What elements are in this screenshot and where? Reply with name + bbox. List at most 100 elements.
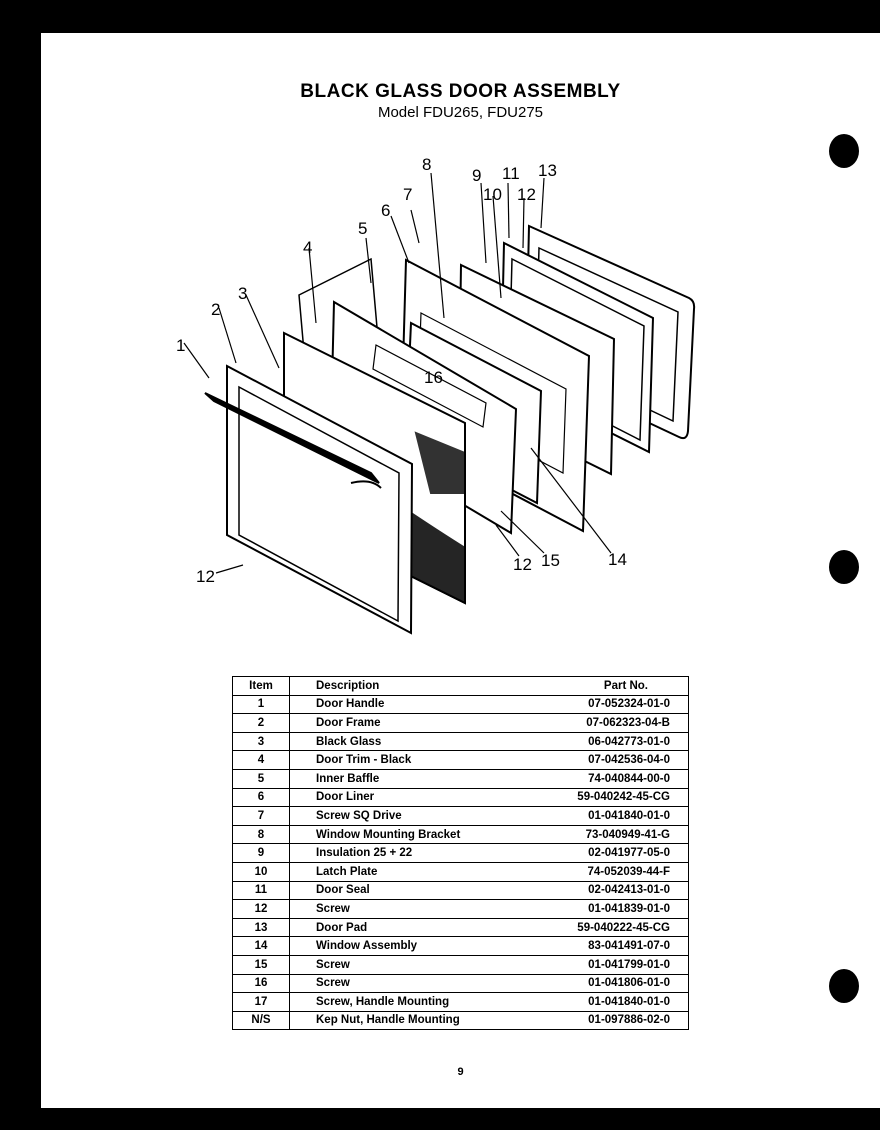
cell-item: 5 (232, 768, 290, 789)
cell-item: 1 (232, 694, 290, 715)
cell-part-no: 01-097886-02-0 (504, 1010, 689, 1031)
column-header-item: Item (232, 676, 290, 696)
table-header-row: Item Description Part No. (232, 676, 689, 696)
callout-16: 16 (424, 368, 443, 387)
cell-item: 16 (232, 973, 290, 994)
cell-description: Kep Nut, Handle Mounting (289, 1010, 504, 1031)
cell-part-no: 74-040844-00-0 (504, 768, 689, 789)
callout-13: 13 (538, 161, 557, 180)
cell-description: Screw (289, 973, 504, 994)
cell-part-no: 01-041840-01-0 (504, 806, 689, 826)
cell-item: 10 (232, 861, 290, 882)
cell-description: Window Mounting Bracket (289, 824, 504, 845)
callout-14: 14 (608, 550, 627, 569)
part-door-handle (204, 392, 380, 484)
cell-part-no: 06-042773-01-0 (504, 731, 689, 752)
cell-description: Door Trim - Black (289, 750, 504, 770)
cell-part-no: 59-040222-45-CG (504, 917, 689, 938)
column-header-description: Description (289, 676, 504, 696)
binder-hole-middle (829, 550, 859, 584)
cell-item: 11 (232, 880, 290, 901)
cell-part-no: 83-041491-07-0 (504, 936, 689, 956)
cell-part-no: 07-062323-04-B (504, 713, 689, 733)
callout-5: 5 (358, 219, 367, 238)
cell-part-no: 01-041806-01-0 (504, 973, 689, 994)
callout-12-left: 12 (196, 567, 215, 586)
page-title: BLACK GLASS DOOR ASSEMBLY (300, 81, 621, 102)
callout-6: 6 (381, 201, 390, 220)
callout-11: 11 (502, 164, 520, 183)
cell-description: Screw, Handle Mounting (289, 992, 504, 1012)
cell-description: Door Seal (289, 880, 504, 901)
cell-item: 2 (232, 713, 290, 733)
cell-description: Door Handle (289, 694, 504, 715)
callout-9: 9 (472, 166, 481, 185)
cell-item: 3 (232, 731, 290, 752)
callout-3: 3 (238, 284, 247, 303)
callout-1: 1 (176, 336, 185, 355)
binder-hole-top (829, 134, 859, 168)
cell-part-no: 74-052039-44-F (504, 861, 689, 882)
part-inner-panel (372, 344, 487, 428)
cell-description: Door Liner (289, 787, 504, 808)
cell-item: 13 (232, 917, 290, 938)
cell-part-no: 01-041840-01-0 (504, 992, 689, 1012)
callout-12-right: 12 (513, 555, 532, 574)
cell-part-no: 07-042536-04-0 (504, 750, 689, 770)
exploded-door-diagram: 1 2 3 4 5 6 7 8 9 10 11 12 13 16 12 15 1… (176, 155, 696, 635)
cell-item: 6 (232, 787, 290, 808)
cell-item: 8 (232, 824, 290, 845)
cell-part-no: 07-052324-01-0 (504, 694, 689, 715)
cell-part-no: 01-041799-01-0 (504, 954, 689, 975)
cell-item: 9 (232, 843, 290, 863)
cell-item: 15 (232, 954, 290, 975)
callout-8: 8 (422, 155, 431, 174)
cell-item: 4 (232, 750, 290, 770)
document-page: BLACK GLASS DOOR ASSEMBLY Model FDU265, … (41, 33, 880, 1108)
cell-description: Screw (289, 954, 504, 975)
callout-4: 4 (303, 238, 312, 257)
callout-15: 15 (541, 551, 560, 570)
cell-description: Latch Plate (289, 861, 504, 882)
page-subtitle: Model FDU265, FDU275 (377, 104, 544, 121)
binder-hole-bottom (829, 969, 859, 1003)
callout-7: 7 (403, 185, 412, 204)
callout-12-top: 12 (517, 185, 536, 204)
cell-item: 12 (232, 899, 290, 919)
cell-part-no: 59-040242-45-CG (504, 787, 689, 808)
cell-item: 17 (232, 992, 290, 1012)
callout-2: 2 (211, 300, 220, 319)
cell-part-no: 02-041977-05-0 (504, 843, 689, 863)
cell-part-no: 01-041839-01-0 (504, 899, 689, 919)
cell-part-no: 73-040949-41-G (504, 824, 689, 845)
cell-part-no: 02-042413-01-0 (504, 880, 689, 901)
cell-description: Inner Baffle (289, 768, 504, 789)
cell-description: Screw SQ Drive (289, 806, 504, 826)
cell-description: Window Assembly (289, 936, 504, 956)
callout-10: 10 (483, 185, 502, 204)
cell-item: 14 (232, 936, 290, 956)
cell-item: 7 (232, 806, 290, 826)
cell-description: Door Frame (289, 713, 504, 733)
cell-description: Insulation 25 + 22 (289, 843, 504, 863)
cell-description: Door Pad (289, 917, 504, 938)
cell-description: Screw (289, 899, 504, 919)
